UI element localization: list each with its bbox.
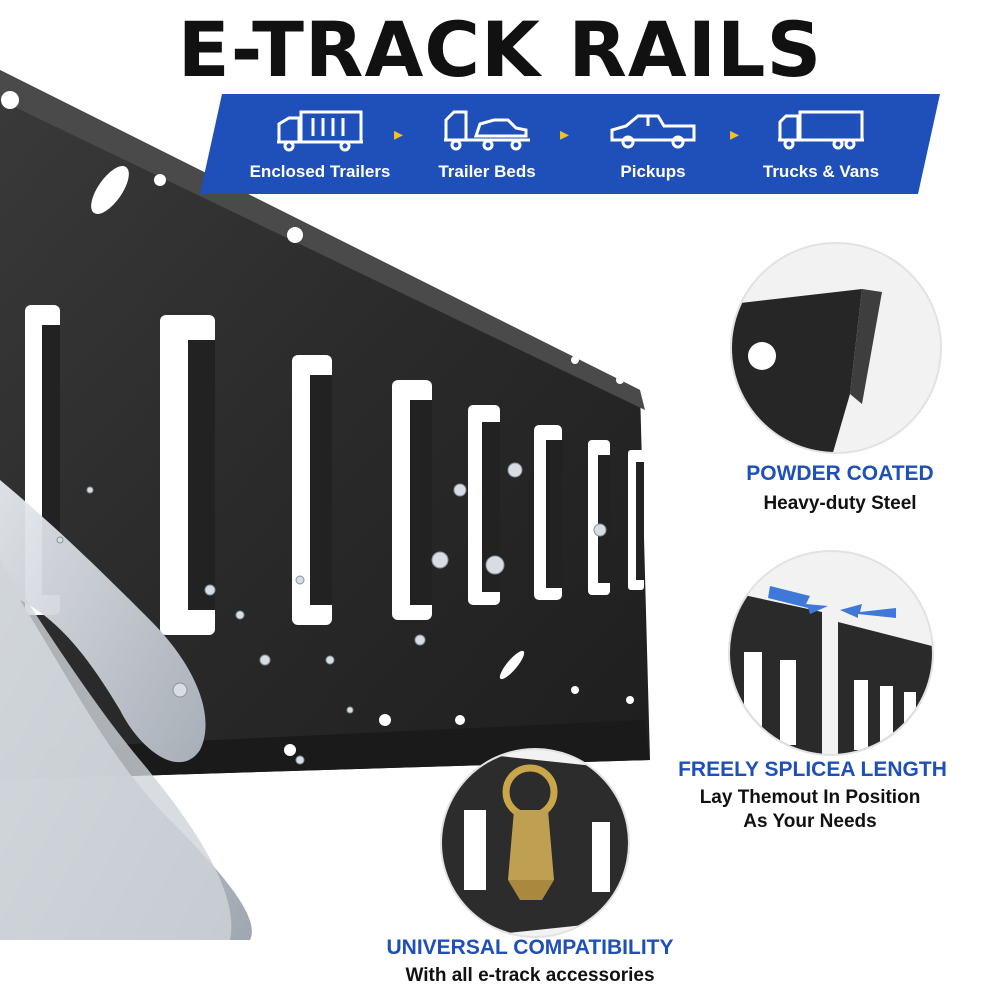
vehicle-trucks-vans: Trucks & Vans (746, 94, 896, 194)
rail-edge-closeup (732, 289, 882, 452)
e-track-rail-image (0, 70, 650, 940)
splice-closeup (730, 586, 932, 754)
powder-coated-title: POWDER COATED (746, 462, 934, 485)
compatibility-title: UNIVERSAL COMPATIBILITY (386, 936, 674, 959)
tie-off-ring-closeup (442, 750, 628, 936)
vehicle-trailer-beds: Trailer Beds (412, 94, 562, 194)
compatibility-sub: With all e-track accessories (405, 965, 655, 986)
vehicle-label: Trucks & Vans (762, 162, 880, 181)
vehicle-label: Enclosed Trailers (249, 162, 391, 181)
application-banner: Enclosed Trailers ▸ Trailer Beds ▸ Picku… (200, 94, 940, 194)
chevron-right-icon: ▸ (730, 124, 740, 144)
splice-line-2: As Your Needs (743, 811, 877, 832)
chevron-right-icon: ▸ (560, 124, 570, 144)
splice-title: FREELY SPLICEA LENGTH (678, 758, 947, 781)
pickup-icon (610, 114, 696, 149)
vehicle-pickups: Pickups (578, 94, 728, 194)
splice-line-1: Lay Themout In Position (699, 787, 921, 808)
compatibility-inset (440, 748, 630, 938)
trailer-bed-icon (444, 110, 530, 151)
splice-inset (728, 550, 934, 756)
vehicle-label: Pickups (620, 162, 686, 181)
truck-van-icon (778, 110, 864, 150)
vehicle-label: Trailer Beds (438, 162, 536, 181)
enclosed-trailer-icon (277, 110, 363, 152)
chevron-right-icon: ▸ (394, 124, 404, 144)
vehicle-enclosed-trailers: Enclosed Trailers (245, 94, 395, 194)
powder-coated-inset (730, 242, 942, 454)
powder-coated-sub: Heavy-duty Steel (763, 493, 917, 514)
